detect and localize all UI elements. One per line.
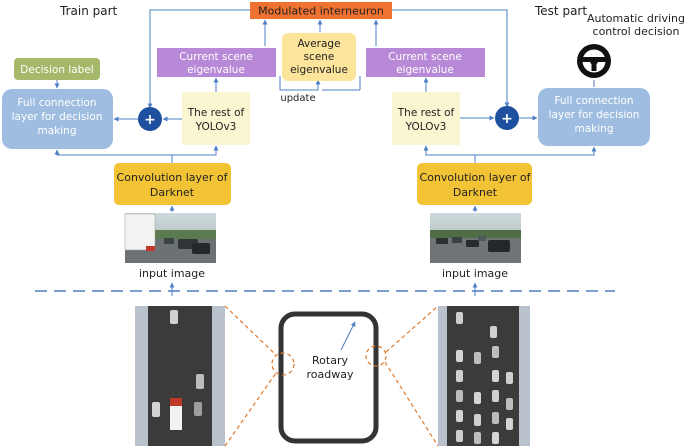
train-rest-yolo-box (182, 92, 250, 145)
test-part-heading: Test part (534, 4, 587, 18)
modulated-interneuron-box (250, 2, 392, 19)
test-side: Current scene eigenvalue The rest of YOL… (366, 48, 650, 296)
train-plus-sign: + (144, 112, 156, 128)
test-plus-sign: + (501, 111, 513, 127)
left-aerial-road (135, 306, 225, 446)
test-rest-line2: YOLOv3 (405, 121, 447, 133)
average-line2: scene (304, 51, 335, 63)
test-convolution-box (417, 163, 532, 205)
feedback-lines (147, 9, 510, 109)
train-full-conn-line1: Full connection (17, 97, 96, 109)
rotary-pointer-arrow (340, 321, 356, 351)
decision-label-box (14, 58, 100, 80)
test-rest-yolo-box (392, 92, 460, 145)
train-side: Decision label Full connection layer for… (2, 48, 276, 296)
test-plus-circle (495, 106, 519, 130)
update-label: update (280, 93, 315, 104)
train-rest-line1: The rest of (187, 107, 245, 119)
train-conv-line1: Convolution layer of (117, 171, 229, 184)
average-scene-eigenvalue-box (282, 33, 356, 81)
rotary-line1: Rotary (312, 354, 348, 367)
train-current-scene-line1: Current scene (179, 51, 253, 63)
zoom-indicators (224, 305, 439, 447)
train-input-image-label: input image (139, 267, 205, 280)
train-input-image (124, 213, 216, 263)
train-rest-line2: YOLOv3 (195, 121, 237, 133)
steering-wheel-icon (577, 44, 611, 78)
test-full-connection-box (538, 88, 650, 146)
auto-decision-line2: control decision (593, 25, 680, 38)
train-convolution-box (114, 163, 231, 205)
decision-label-text: Decision label (20, 64, 93, 76)
test-full-conn-line3: making (575, 123, 614, 135)
modulated-interneuron-label: Modulated interneuron (258, 5, 384, 18)
auto-decision-line1: Automatic driving (587, 12, 685, 25)
train-part-heading: Train part (59, 4, 118, 18)
rotary-roadway-ring (278, 311, 379, 444)
test-current-scene-line2: eigenvalue (396, 64, 454, 76)
test-input-image (430, 213, 521, 263)
test-conv-line2: Darknet (453, 186, 498, 199)
train-full-connection-box (2, 89, 113, 149)
test-rest-line1: The rest of (397, 107, 455, 119)
right-aerial-road (438, 306, 530, 446)
train-full-conn-line2: layer for decision (12, 111, 103, 123)
average-line3: eigenvalue (290, 64, 348, 76)
test-full-conn-line2: layer for decision (549, 109, 640, 121)
train-plus-circle (138, 107, 162, 131)
rotary-line2: roadway (307, 368, 354, 381)
test-current-scene-box (366, 48, 485, 77)
test-full-conn-line1: Full connection (554, 95, 633, 107)
train-full-conn-line3: making (38, 125, 77, 137)
test-conv-line1: Convolution layer of (420, 171, 532, 184)
test-input-image-label: input image (442, 267, 508, 280)
average-line1: Average (297, 38, 340, 50)
train-current-scene-line2: eigenvalue (187, 64, 245, 76)
test-current-scene-line1: Current scene (388, 51, 462, 63)
train-current-scene-box (157, 48, 276, 77)
train-conv-line2: Darknet (150, 186, 195, 199)
